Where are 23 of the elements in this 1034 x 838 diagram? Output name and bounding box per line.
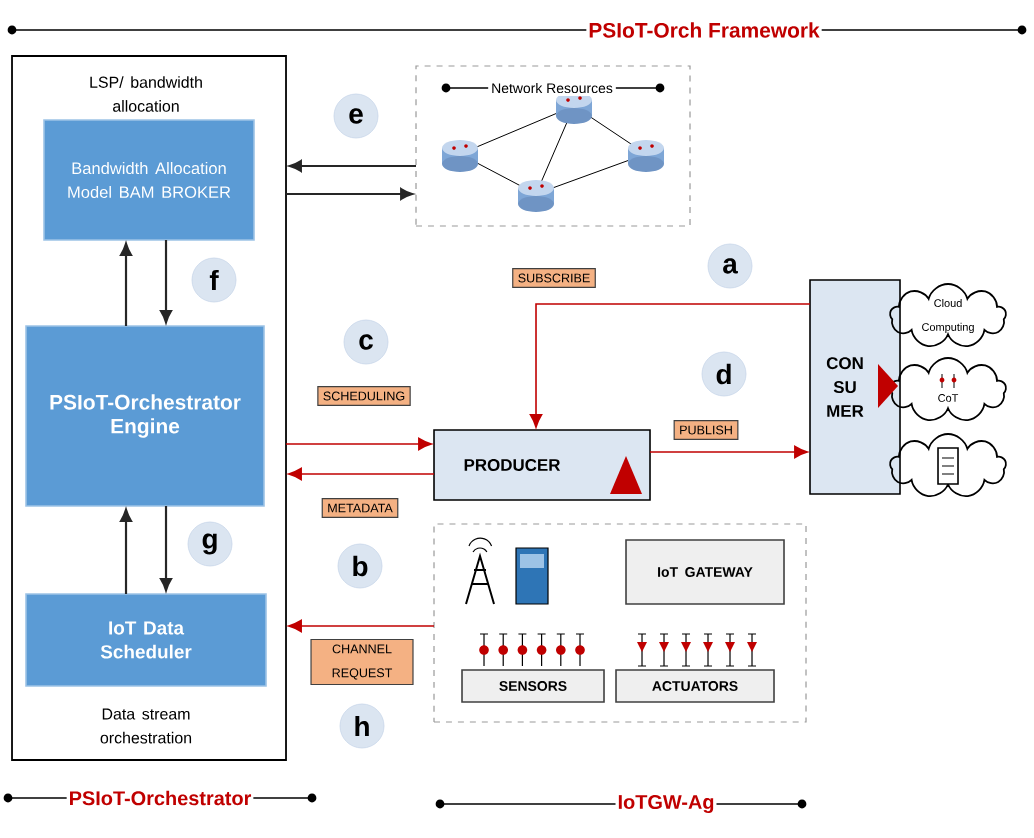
title: PSIoT-Orch Framework [586,20,822,40]
arrow [649,445,808,459]
arrow [286,188,414,200]
arrow [288,467,435,481]
cloud-shape [889,433,1007,498]
arrow [285,437,432,451]
gateway-group-box [433,523,807,723]
arrow [288,619,435,633]
arrow [288,160,416,172]
process-box: Bandwidth Allocation Model BAM BROKER [43,119,255,241]
arrow [529,303,811,428]
section-label: PSIoT-Orchestrator [66,788,254,808]
orchestrator-frame [11,55,287,761]
process-box: PSIoT-Orchestrator Engine [25,325,265,507]
arrow [120,242,132,326]
process-box: IoT Data Scheduler [25,593,267,687]
process-box: CON SU MER [809,279,901,495]
process-box: PRODUCER [433,429,651,501]
arrow [160,240,172,324]
network-box [415,65,691,227]
arrow [160,506,172,592]
section-label: IoTGW-Ag [615,792,717,816]
arrow [120,508,132,594]
